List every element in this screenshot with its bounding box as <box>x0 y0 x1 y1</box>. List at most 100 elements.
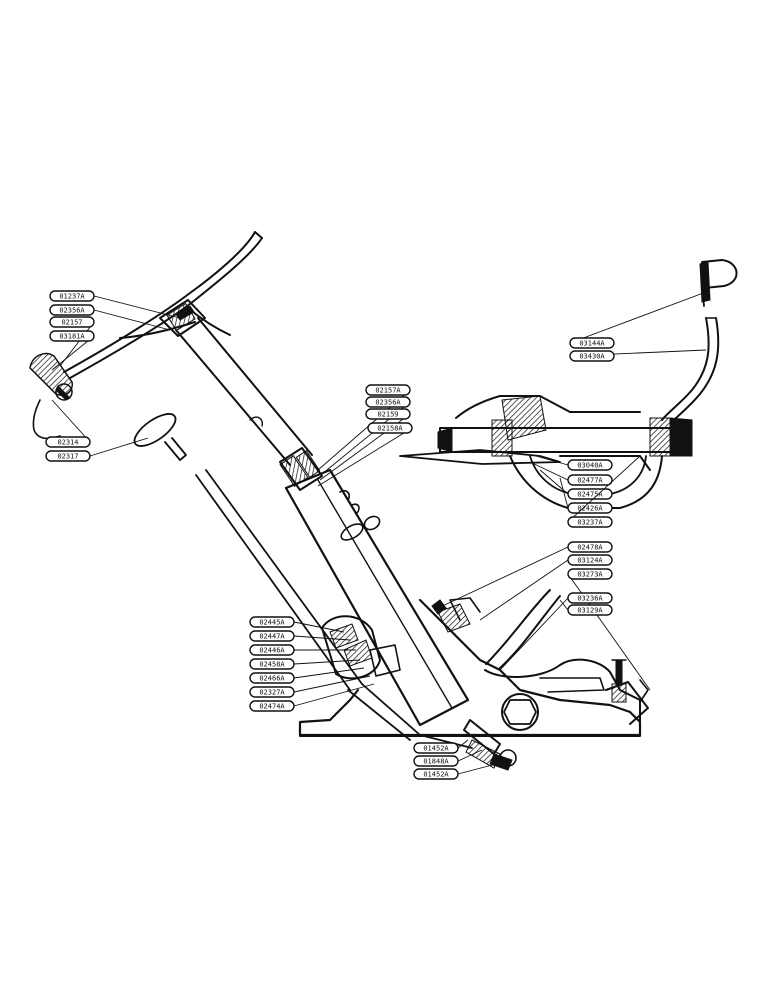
part-number-label: 02159 <box>377 411 398 419</box>
callout-badge <box>567 502 613 514</box>
part-number-label: 03237A <box>577 519 603 527</box>
part-number-label: 02157 <box>61 319 82 327</box>
part-number-label: 02157A <box>375 387 401 395</box>
steering-wheel-hub <box>159 299 206 337</box>
part-number-label: 02477A <box>577 477 603 485</box>
bent-link-rod <box>661 317 720 421</box>
callout-badge <box>569 337 615 349</box>
callout-badge <box>567 568 613 580</box>
steering-column <box>175 317 313 466</box>
callout-badge <box>49 304 95 316</box>
callout-leader <box>293 659 361 665</box>
gear-housing <box>298 597 642 737</box>
part-number-label: 03129A <box>577 607 603 615</box>
sector-adjuster <box>605 659 649 725</box>
callout-leader <box>293 635 351 641</box>
part-number-label: 02446A <box>259 647 285 655</box>
drag-link-assembly <box>399 395 693 509</box>
worm-spindle <box>419 719 517 771</box>
part-number-label: 02314 <box>57 439 78 447</box>
part-number-label: 03144A <box>579 340 605 348</box>
part-number-label: 03430A <box>579 353 605 361</box>
callout-badge <box>249 700 295 712</box>
column-jacket <box>284 468 470 727</box>
callout-badge <box>567 516 613 528</box>
part-number-label: 03273A <box>577 571 603 579</box>
callout-badge <box>249 672 295 684</box>
callout-badge <box>249 630 295 642</box>
part-number-label: 02356A <box>59 307 85 315</box>
callout-badge <box>569 350 615 362</box>
callout-badge <box>365 408 411 420</box>
part-number-label: 02317 <box>57 453 78 461</box>
callout-badge <box>567 604 613 616</box>
callout-badge <box>49 330 95 342</box>
callout-leader <box>457 739 469 749</box>
callout-leader <box>457 763 497 775</box>
part-number-label: 01452A <box>423 771 449 779</box>
wheel-spoke-section <box>29 352 73 440</box>
upper-bearing <box>279 447 323 491</box>
callout-leader <box>535 455 569 466</box>
callout-leader <box>559 599 569 611</box>
part-number-label: 02445A <box>259 619 285 627</box>
callout-leader <box>317 427 413 487</box>
callout-leader <box>93 295 181 319</box>
callout-leader <box>529 461 569 481</box>
part-number-label: 02356A <box>375 399 401 407</box>
callout-badge <box>413 768 459 780</box>
part-number-label: 01452A <box>423 745 449 753</box>
part-number-label: 02327A <box>259 689 285 697</box>
callout-badge <box>413 742 459 754</box>
part-number-label: 02466A <box>259 675 285 683</box>
callout-leader <box>293 667 365 679</box>
callout-leader <box>293 621 345 633</box>
part-number-label: 03040A <box>577 462 603 470</box>
callout-badge <box>45 450 91 462</box>
callout-leader <box>569 291 707 344</box>
callout-badge <box>249 686 295 698</box>
callout-leader <box>51 399 91 443</box>
steering-wheel-rim <box>63 231 263 379</box>
part-number-label: 02474A <box>259 703 285 711</box>
part-number-label: 03181A <box>59 333 85 341</box>
callout-badge <box>49 316 95 328</box>
callout-badge <box>365 384 411 396</box>
part-number-label: 02475A <box>577 491 603 499</box>
callout-badge <box>567 554 613 566</box>
callout-badge <box>567 459 613 471</box>
callout-leader <box>567 455 641 523</box>
callout-leader <box>89 437 149 457</box>
part-number-label: 01237A <box>59 293 85 301</box>
callout-badge <box>249 658 295 670</box>
part-number-label: 01848A <box>423 758 449 766</box>
callout-badge <box>567 541 613 553</box>
callout-leader <box>93 309 171 331</box>
callout-leader <box>499 597 569 671</box>
ball-socket-cap <box>699 259 738 307</box>
callout-leader <box>567 573 651 691</box>
lever-housing <box>321 615 401 680</box>
part-callouts: 01237A 02356A 02157 03181A 02314 02317 02157A 0… <box>45 290 707 780</box>
callout-badge <box>567 474 613 486</box>
callout-badge <box>249 644 295 656</box>
part-number-label: 02447A <box>259 633 285 641</box>
callout-leader <box>479 559 569 621</box>
callout-badge <box>249 616 295 628</box>
part-number-label: 02158A <box>377 425 403 433</box>
callout-badge <box>365 396 411 408</box>
part-number-label: 03236A <box>577 595 603 603</box>
part-number-label: 02426A <box>577 505 603 513</box>
part-number-label: 02458A <box>259 661 285 669</box>
callout-badge <box>367 422 413 434</box>
callout-badge <box>49 290 95 302</box>
callout-badge <box>45 436 91 448</box>
pitman-arm <box>485 589 561 669</box>
part-number-label: 03124A <box>577 557 603 565</box>
callout-badge <box>413 755 459 767</box>
callout-badge <box>567 592 613 604</box>
callout-leader <box>293 683 375 707</box>
callout-leader <box>293 675 371 693</box>
callout-leader <box>433 546 569 611</box>
